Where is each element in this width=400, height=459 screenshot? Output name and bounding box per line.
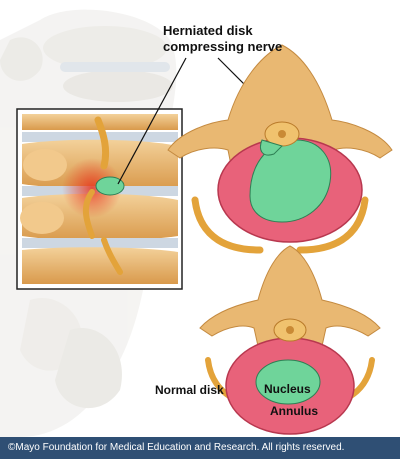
annulus-label: Annulus xyxy=(270,404,318,418)
inflammation-glow xyxy=(62,158,122,218)
normal-disk-axial-view xyxy=(199,245,381,435)
herniation-inset xyxy=(16,108,183,290)
nucleus-label: Nucleus xyxy=(264,382,311,396)
copyright-text: ©Mayo Foundation for Medical Education a… xyxy=(8,442,345,453)
normal-nucleus xyxy=(255,359,321,405)
inset-herniated-nucleus xyxy=(95,176,125,196)
illustration xyxy=(0,9,393,437)
inset-nerves xyxy=(83,116,123,275)
herniated-label-line2: compressing nerve xyxy=(163,39,283,54)
normal-disk-label: Normal disk xyxy=(155,383,224,397)
herniated-label-line1: Herniated disk xyxy=(163,23,253,38)
copyright-bar: ©Mayo Foundation for Medical Education a… xyxy=(0,437,400,459)
herniated-disk-label: Herniated disk compressing nerve xyxy=(163,23,282,55)
herniated-disk-axial-view xyxy=(167,44,393,254)
